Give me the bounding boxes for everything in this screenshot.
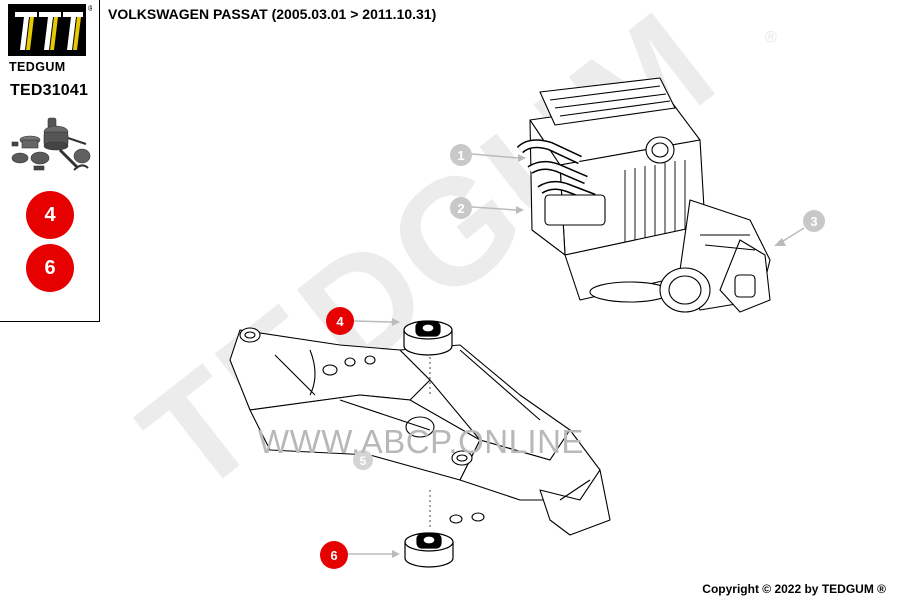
callout-2-label: 2 [457,201,464,216]
engine-assembly [516,77,771,313]
product-thumbnail[interactable] [8,114,94,176]
callout-3: 3 [774,210,825,246]
part-number: TED31041 [10,82,89,99]
position-badge-4[interactable]: 4 [26,191,74,239]
callout-3-label: 3 [810,214,817,229]
website-watermark: WWW.ABCP.ONLINE [258,423,584,460]
registered-mark: ® [88,4,92,13]
front-subframe [229,327,611,536]
exploded-diagram: TEDGUM ® [111,0,825,569]
callout-6[interactable]: 6 [320,541,400,569]
callout-6-label: 6 [330,548,337,563]
copyright-notice: Copyright © 2022 by TEDGUM ® [702,582,886,596]
logo-wordmark: TEDGUM [9,60,66,74]
watermark-registered-mark: ® [765,29,777,46]
tedgum-logo: ® TEDGUM [8,4,92,74]
callout-1: 1 [450,144,526,166]
callout-5-label: 5 [360,454,367,468]
callout-2: 2 [450,197,524,219]
sidebar-panel: ® TEDGUM TED31041 4 6 [0,0,100,322]
callout-4-label: 4 [336,314,344,329]
callout-4[interactable]: 4 [326,307,400,335]
mount-bushing-lower [404,532,454,568]
mount-bushing-upper [403,320,453,356]
position-badge-6[interactable]: 6 [26,244,74,292]
callout-1-label: 1 [457,148,464,163]
callout-5: 5 [353,450,373,470]
vehicle-title: VOLKSWAGEN PASSAT (2005.03.01 > 2011.10.… [108,6,437,22]
